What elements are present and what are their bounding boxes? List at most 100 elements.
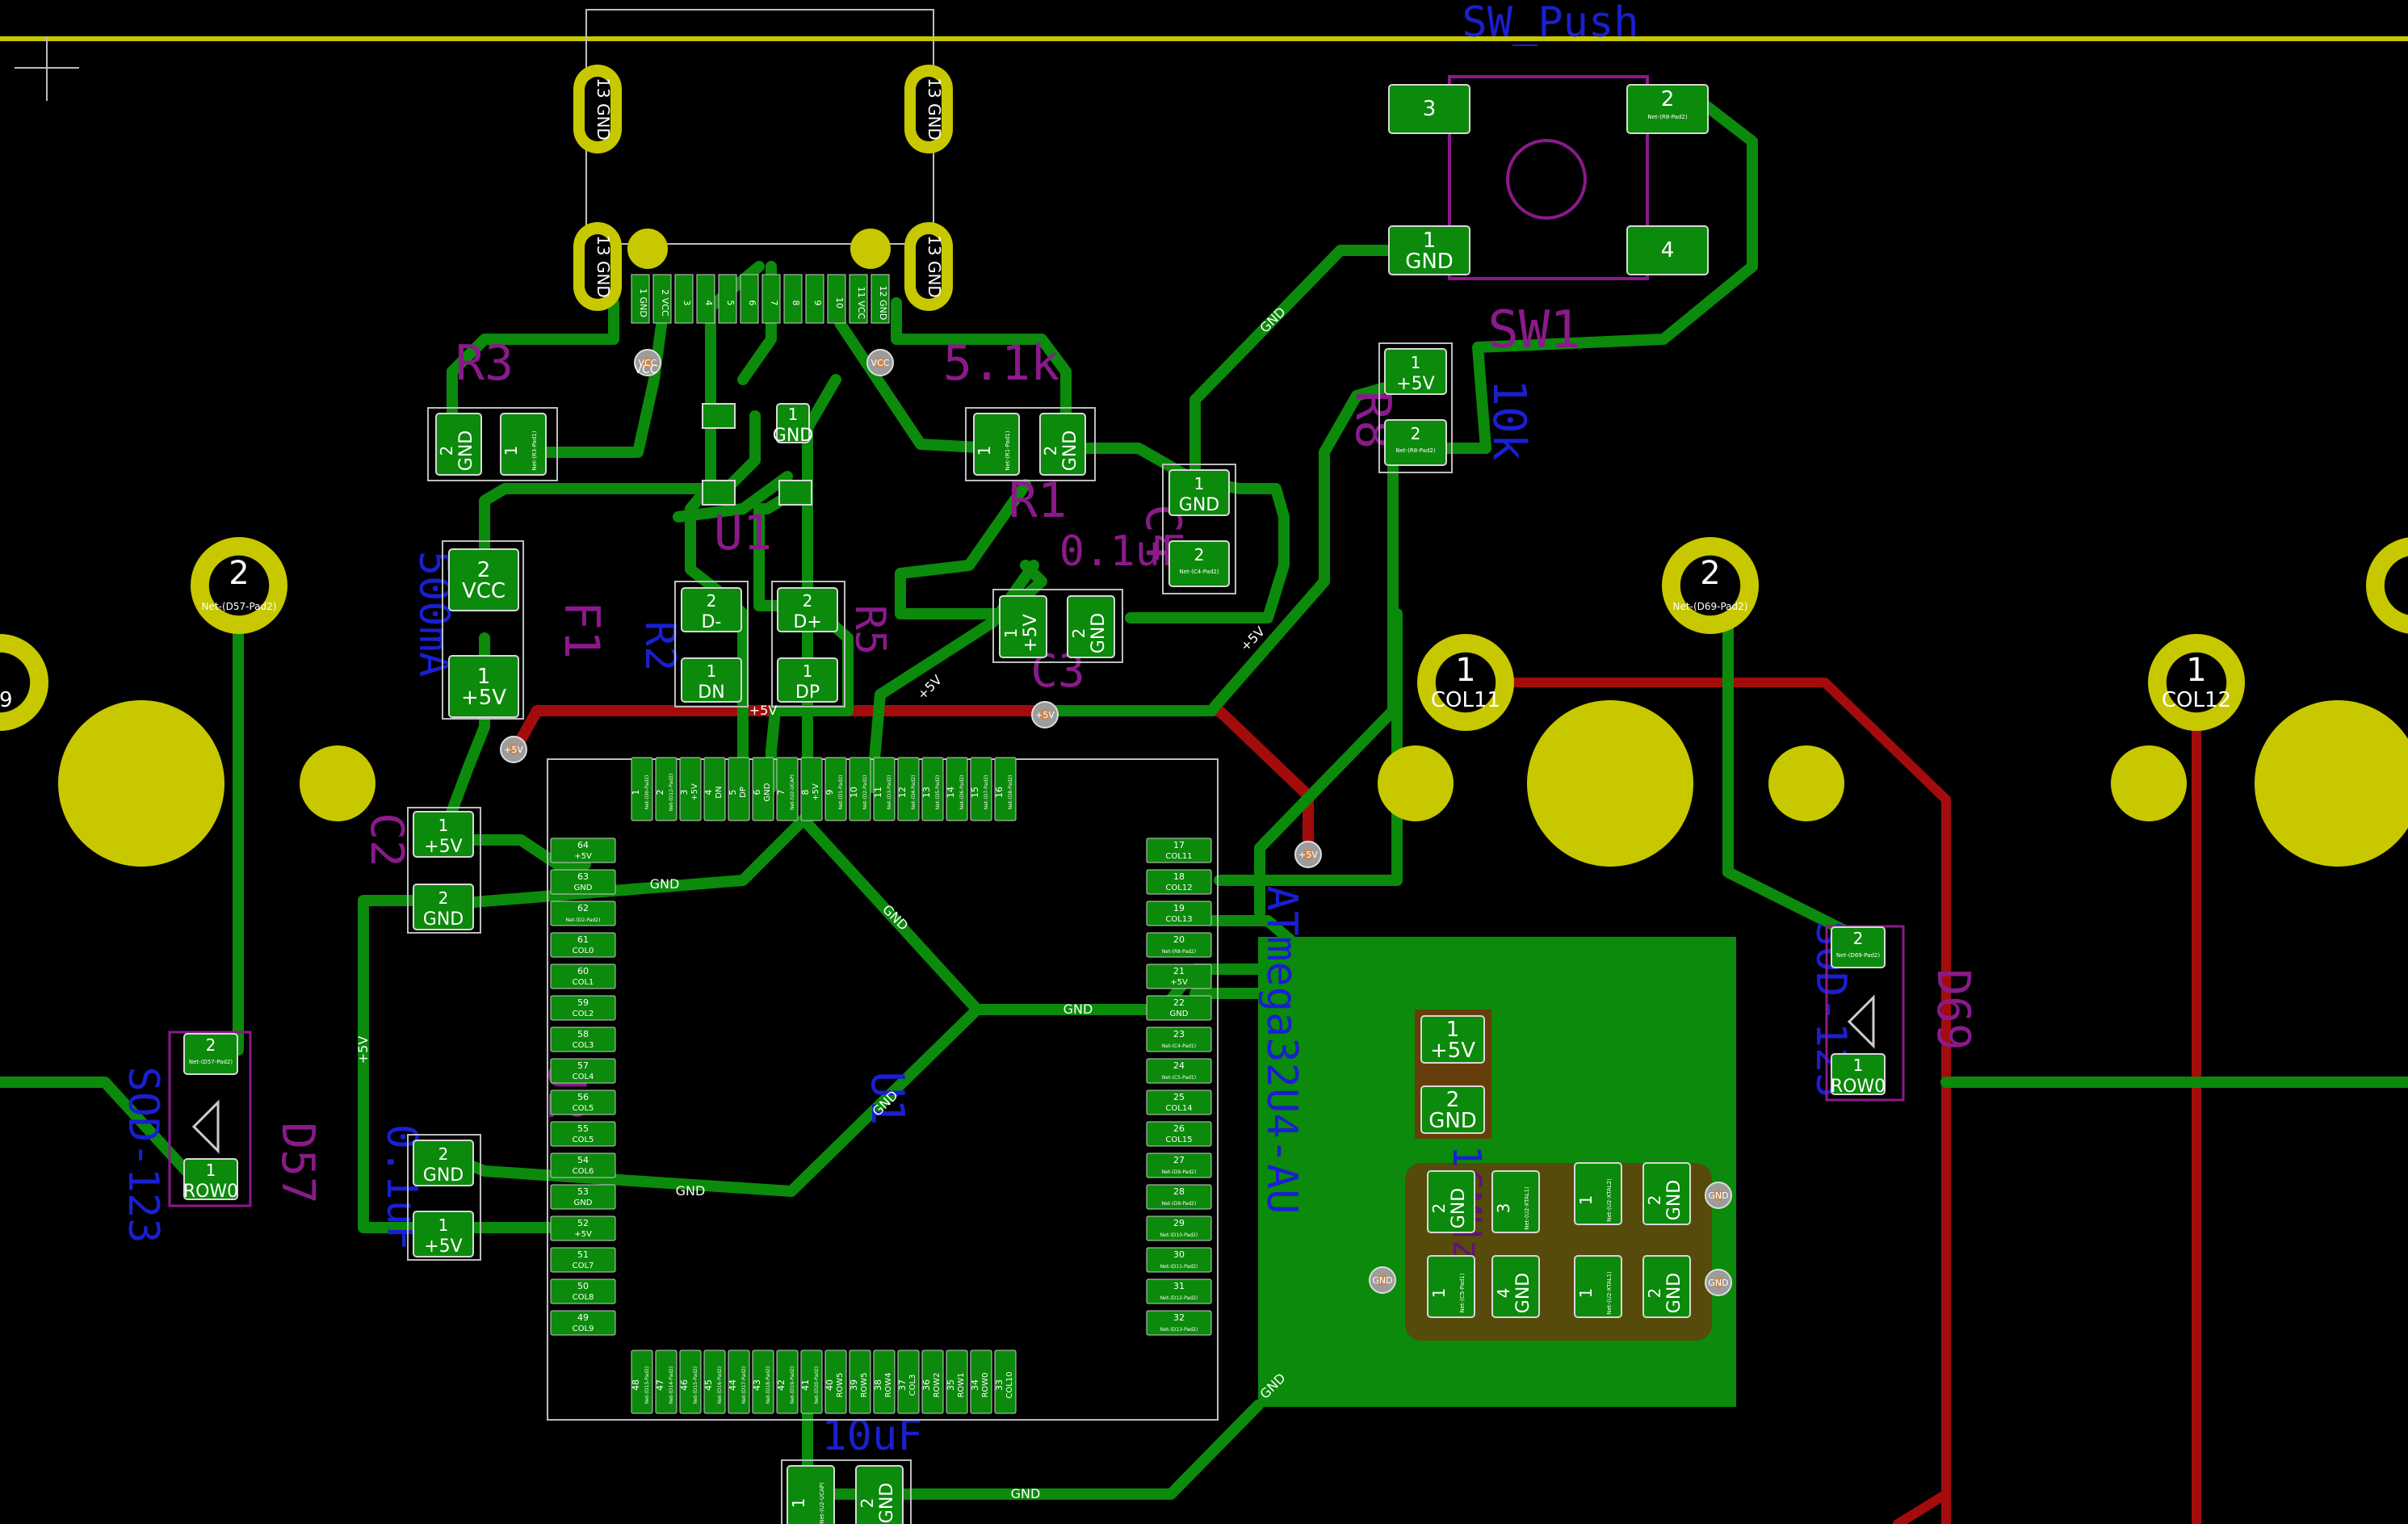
r3-pad-1 (500, 413, 547, 476)
usb-pin-3 (674, 274, 694, 324)
f1-pad-2-num: 2 (477, 558, 491, 582)
u1-ref-text: U1 (714, 505, 772, 561)
u2-pin-59 (550, 995, 616, 1021)
sw1-pad-4-num: 4 (1661, 238, 1675, 262)
cx-pad-2 (1420, 1085, 1485, 1134)
track-front-18 (866, 560, 1039, 793)
f1-ref-text: F1 (553, 601, 610, 659)
usb-pin-1 (631, 274, 650, 324)
u2-pin-50-net: COL8 (573, 1293, 594, 1302)
r2-courtyard (771, 581, 845, 707)
u2-pin-63 (550, 869, 616, 895)
u2-pin-47-net: Net-(D14-Pad2) (669, 1367, 674, 1404)
cx-pad-1 (1420, 1015, 1485, 1064)
y1-pad-1 (1427, 1255, 1475, 1318)
u2-pin-34-num: 34 (970, 1379, 980, 1391)
u2-pin-55 (550, 1121, 616, 1147)
usb-pin-label-12: 12 GND (878, 286, 888, 321)
u2-pin-59-num: 59 (577, 997, 589, 1008)
u2-pin-61-num: 61 (577, 934, 589, 945)
r2-pad-2 (777, 587, 838, 632)
u2-pin-1-num: 1 (631, 790, 641, 796)
mx-socket-mid-right-small (1768, 745, 1844, 821)
u2-pin-38 (873, 1350, 896, 1414)
u2-pin-45-net: Net-(D16-Pad2) (717, 1367, 723, 1404)
u2-pin-6-num: 6 (752, 790, 762, 796)
track-front-16 (673, 471, 793, 523)
usb-pin-5 (718, 274, 737, 324)
mx-pad-col12-net: COL12 (2162, 688, 2231, 712)
u2-pin-5-net: DP (739, 787, 748, 798)
usb-mount-pad-br-text: 13 GND (925, 235, 944, 298)
c5-pad-1 (1574, 1162, 1622, 1225)
track-front-32 (1214, 608, 1403, 886)
u2-pin-7 (776, 757, 799, 821)
sw1-pad-2-net: Net-(R8-Pad2) (1647, 114, 1687, 120)
u2-pin-52 (550, 1215, 616, 1241)
d57-pad-2-num: 2 (206, 1035, 216, 1055)
y1-pad-2 (1427, 1170, 1475, 1233)
u2-pin-12-num: 12 (897, 787, 908, 798)
d57-symbol-icon (191, 1099, 220, 1154)
d69-pad-2 (1831, 926, 1886, 968)
track-label-gnd-b: GND (1063, 1001, 1093, 1017)
usb-pin-11 (849, 274, 868, 324)
r3-pad-2-net: GND (456, 430, 476, 471)
via-vcc-left-net: VCC (639, 358, 657, 368)
u2-pin-44 (728, 1350, 750, 1414)
via-gnd-pour-c-drill (1377, 1274, 1388, 1286)
cx-pad-1-num: 1 (1446, 1018, 1460, 1042)
usb-mount-pad-tl-text: 13 GND (594, 78, 613, 141)
c5-pad-2-num: 2 (1645, 1195, 1664, 1206)
f1-pad-1-num: 1 (477, 665, 491, 689)
u2-pin-18-num: 18 (1173, 871, 1185, 882)
u2-pin-34-net: ROW0 (981, 1372, 990, 1397)
r8-pad-2-net: Net-(R8-Pad2) (1395, 447, 1435, 454)
sw1-pad-4 (1626, 225, 1709, 275)
y1-pad-1-num: 1 (1429, 1288, 1449, 1299)
d69-pad-1-net: ROW0 (1831, 1077, 1886, 1097)
c4-pad-2-num: 2 (1194, 545, 1205, 565)
track-front-0 (447, 297, 619, 454)
u2-pin-51 (550, 1247, 616, 1273)
u2-pin-5 (728, 757, 750, 821)
mx-pad-col11-num: 1 (1455, 652, 1475, 689)
mx-pad-edge-left-net: L9 (0, 688, 13, 712)
c2b-pad-1 (413, 1211, 474, 1257)
r3-pad-2 (435, 413, 482, 476)
u2-pin-37 (897, 1350, 920, 1414)
u2-pin-9-net: Net-(D1-Pad2) (838, 775, 844, 810)
u2-pin-56-net: COL5 (573, 1104, 594, 1113)
d57-ref-text: D57 (271, 1122, 324, 1203)
u2-pin-56-num: 56 (577, 1092, 589, 1102)
d57-pad-2-net: Net-(D57-Pad2) (189, 1059, 233, 1065)
c4-pad-2 (1168, 540, 1230, 587)
u2-pin-28-net: Net-(D9-Pad2) (1162, 1201, 1197, 1207)
u2-pin-2-net: Net-(D12-Pad2) (669, 774, 674, 811)
u2-pin-9-num: 9 (824, 790, 835, 796)
mx-pad-col12-drill (2166, 652, 2227, 713)
r1-courtyard (965, 407, 1096, 481)
usb-mount-pad-br-slot (916, 234, 942, 299)
u2-pin-9 (824, 757, 847, 821)
c3-pad-2 (1067, 595, 1115, 658)
track-front-21 (358, 895, 591, 1233)
r1-value-text: 5.1k (943, 335, 1060, 392)
u2-pin-40-num: 40 (824, 1379, 835, 1391)
u2-pin-55-net: COL5 (573, 1136, 594, 1144)
sw1-pad-2 (1626, 84, 1709, 134)
u2-pin-7-num: 7 (776, 790, 787, 796)
u2-pin-8 (800, 757, 823, 821)
cb-pad-1-num: 1 (789, 1498, 808, 1509)
u2-pin-22 (1146, 995, 1212, 1021)
u1-pad-c (778, 480, 812, 506)
u2-pin-43-net: Net-(D18-Pad2) (766, 1367, 771, 1404)
u2-pin-4-net: DN (715, 786, 724, 798)
u2-pin-53-net: GND (574, 1199, 593, 1207)
r5-pad-2-num: 2 (707, 591, 717, 611)
u2-pin-3-net: +5V (690, 783, 699, 801)
u2-pin-4-num: 4 (703, 790, 714, 796)
u2-pin-14-num: 14 (946, 787, 956, 798)
